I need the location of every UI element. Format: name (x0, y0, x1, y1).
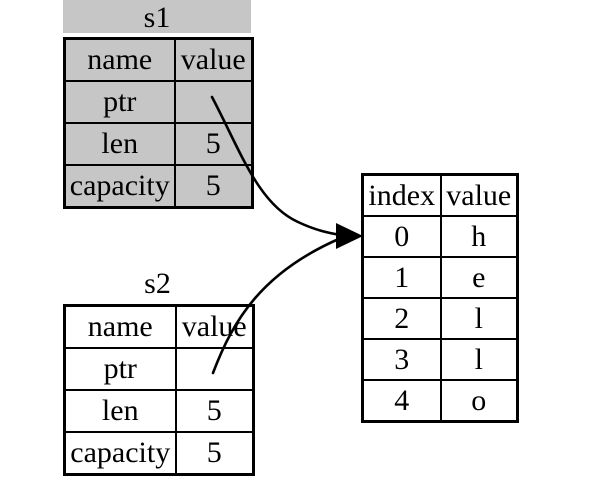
heap-index-0-cell: 0 (361, 215, 442, 258)
s2-capacity-name-cell: capacity (63, 431, 177, 476)
heap-row-3: 3 l (361, 338, 519, 381)
s2-ptr-value-cell (174, 347, 255, 391)
heap-value-1-cell: e (439, 256, 519, 299)
heap-row-4: 4 o (361, 379, 519, 423)
s2-header-name: name (63, 304, 177, 349)
heap-header-index: index (361, 173, 442, 217)
s2-ptr-name-cell: ptr (63, 347, 177, 391)
s1-header-value: value (173, 37, 254, 82)
s2-title-label: s2 (144, 267, 171, 300)
s2-stack-table: name value ptr len 5 capacity 5 (63, 304, 255, 476)
s2-len-value-cell: 5 (174, 389, 255, 433)
s1-len-name-cell: len (63, 122, 176, 166)
arrowhead-icon (336, 223, 363, 249)
s1-row-capacity: capacity 5 (63, 164, 254, 209)
heap-header-row: index value (361, 173, 519, 217)
heap-index-4-cell: 4 (361, 379, 442, 423)
s1-header-name: name (63, 37, 176, 82)
s1-row-len: len 5 (63, 122, 254, 166)
heap-row-0: 0 h (361, 215, 519, 258)
s1-stack-table: name value ptr len 5 capacity 5 (63, 37, 254, 209)
heap-row-1: 1 e (361, 256, 519, 299)
s1-title-band: s1 (63, 0, 251, 34)
heap-value-3-cell: l (439, 338, 519, 381)
heap-buffer-table: index value 0 h 1 e 2 l 3 l 4 o (361, 173, 519, 423)
heap-index-1-cell: 1 (361, 256, 442, 299)
s1-row-ptr: ptr (63, 80, 254, 124)
s1-title-label: s1 (143, 1, 171, 34)
s2-capacity-value-cell: 5 (174, 431, 255, 476)
heap-value-4-cell: o (439, 379, 519, 423)
s2-len-name-cell: len (63, 389, 177, 433)
heap-header-value: value (439, 173, 519, 217)
heap-index-2-cell: 2 (361, 297, 442, 340)
heap-row-2: 2 l (361, 297, 519, 340)
s1-capacity-value-cell: 5 (173, 164, 254, 209)
s2-row-ptr: ptr (63, 347, 255, 391)
s2-header-value: value (174, 304, 255, 349)
s1-len-value-cell: 5 (173, 122, 254, 166)
heap-index-3-cell: 3 (361, 338, 442, 381)
s1-header-row: name value (63, 37, 254, 82)
s1-ptr-name-cell: ptr (63, 80, 176, 124)
s2-row-len: len 5 (63, 389, 255, 433)
s1-ptr-value-cell (173, 80, 254, 124)
s2-title: s2 (63, 266, 252, 302)
heap-value-0-cell: h (439, 215, 519, 258)
heap-value-2-cell: l (439, 297, 519, 340)
s2-row-capacity: capacity 5 (63, 431, 255, 476)
s2-header-row: name value (63, 304, 255, 349)
s1-capacity-name-cell: capacity (63, 164, 176, 209)
